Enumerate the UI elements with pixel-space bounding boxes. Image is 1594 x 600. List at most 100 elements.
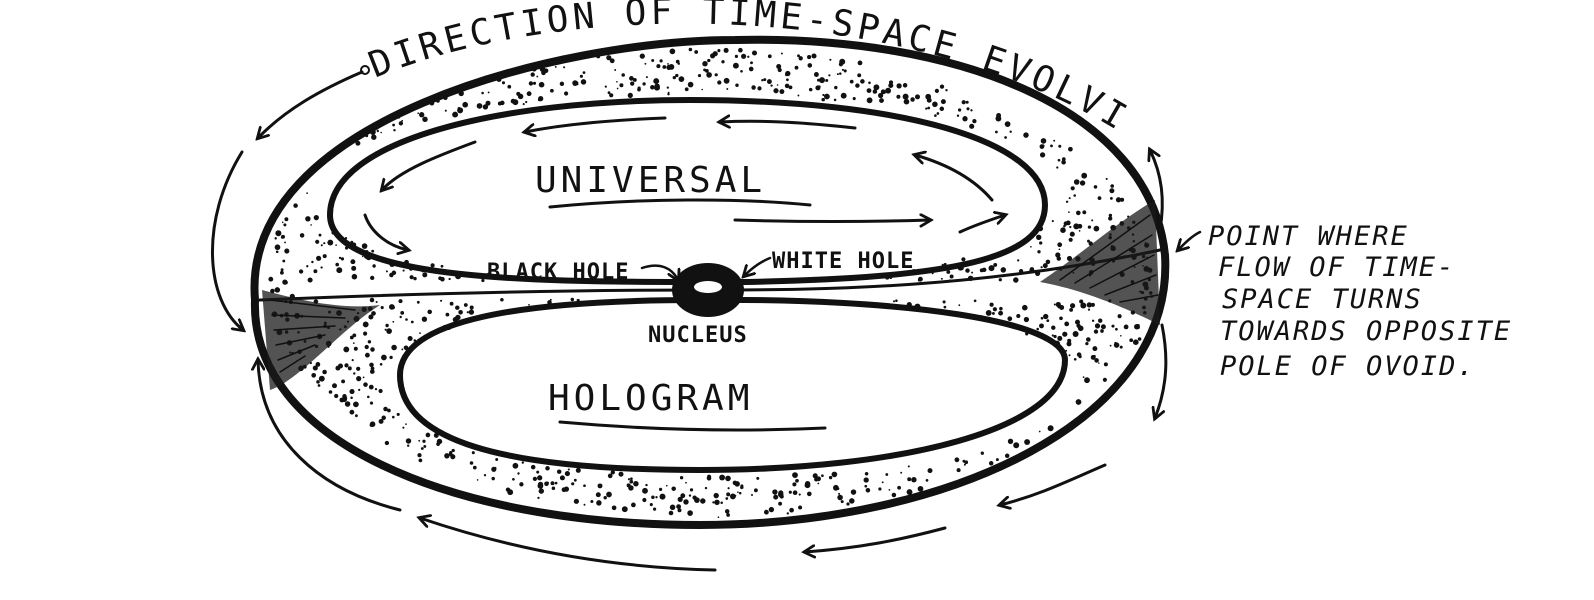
stipple-dot [472, 465, 477, 470]
stipple-dot [778, 490, 784, 496]
stipple-dot [896, 83, 902, 89]
stipple-dot [1103, 362, 1108, 367]
stipple-dot [1039, 241, 1043, 245]
stipple-dot [609, 58, 615, 64]
stipple-dot [1007, 438, 1014, 444]
stipple-dot [1022, 304, 1028, 311]
stipple-dot [419, 332, 421, 334]
stipple-dot [361, 255, 364, 258]
stipple-dot [559, 475, 565, 481]
stipple-dot [576, 82, 579, 86]
stipple-dot [868, 81, 871, 85]
stipple-dot [389, 272, 394, 278]
stipple-dot [611, 505, 617, 511]
stipple-dot [651, 59, 655, 62]
stipple-dot [322, 254, 327, 259]
stipple-dot [521, 461, 525, 464]
stipple-dot [788, 490, 792, 494]
stipple-dot [469, 305, 474, 310]
stipple-dot [1030, 245, 1032, 248]
stipple-dot [633, 480, 639, 487]
stipple-dot [668, 64, 675, 70]
stipple-dot [347, 366, 352, 371]
stipple-dot [336, 236, 339, 239]
stipple-dot [897, 485, 901, 490]
stipple-dot [857, 60, 863, 66]
stipple-dot [911, 476, 917, 483]
stipple-dot [1047, 425, 1054, 432]
stipple-dot [1100, 324, 1106, 330]
stipple-dot [1069, 225, 1072, 229]
note-line: TOWARDS OPPOSITE [1220, 316, 1512, 347]
stipple-dot [313, 269, 318, 274]
stipple-dot [915, 94, 920, 100]
stipple-dot [717, 80, 722, 85]
note-line: POLE OF OVOID. [1220, 351, 1476, 382]
stipple-dot [807, 55, 812, 60]
stipple-dot [961, 100, 966, 105]
stipple-dot [669, 504, 676, 511]
stipple-dot [532, 476, 538, 482]
stipple-dot [1040, 138, 1047, 144]
stipple-dot [363, 382, 368, 387]
stipple-dot [1053, 139, 1056, 142]
stipple-dot [444, 109, 447, 112]
stipple-dot [700, 498, 706, 504]
stipple-dot [1109, 344, 1112, 347]
stipple-dot [422, 439, 426, 443]
stipple-dot [338, 256, 342, 260]
stipple-dot [1004, 136, 1007, 139]
stipple-dot [446, 326, 451, 330]
stipple-dot [949, 274, 954, 279]
stipple-dot [837, 494, 843, 501]
stipple-dot [402, 426, 405, 429]
stipple-dot [335, 244, 337, 246]
stipple-dot [726, 88, 729, 90]
stipple-dot [1025, 332, 1029, 336]
stipple-dot [538, 488, 544, 494]
stipple-dot [369, 401, 374, 405]
stipple-dot [1058, 144, 1062, 148]
stipple-dot [334, 393, 339, 399]
stipple-dot [1039, 323, 1044, 329]
stipple-dot [833, 484, 839, 491]
stipple-dot [619, 83, 624, 88]
stipple-dot [616, 87, 619, 90]
stipple-dot [936, 269, 940, 272]
stipple-dot [1060, 227, 1066, 233]
stipple-dot [946, 270, 951, 274]
stipple-dot [1061, 159, 1066, 165]
stipple-dot [370, 275, 375, 281]
stipple-dot [1042, 263, 1048, 269]
stipple-dot [417, 453, 422, 458]
stipple-dot [571, 482, 575, 486]
stipple-dot [772, 489, 778, 495]
stipple-dot [906, 489, 913, 496]
stipple-dot [963, 463, 966, 466]
stipple-dot [778, 501, 783, 506]
stipple-dot [1093, 225, 1100, 232]
stipple-dot [371, 134, 377, 140]
stipple-dot [1039, 152, 1046, 158]
stipple-dot [418, 439, 421, 442]
stipple-dot [379, 362, 383, 366]
stipple-dot [401, 348, 404, 351]
stipple-dot [1085, 337, 1091, 342]
stipple-dot [320, 266, 323, 269]
stipple-dot [402, 112, 405, 115]
stipple-dot [821, 97, 825, 102]
stipple-dot [707, 58, 711, 63]
stipple-dot [954, 457, 960, 463]
stipple-dot [902, 93, 909, 100]
stipple-dot [1136, 325, 1140, 330]
stipple-dot [1087, 239, 1090, 243]
stipple-dot [864, 484, 868, 488]
stipple-dot [481, 91, 484, 95]
stipple-dot [1115, 197, 1122, 203]
stipple-dot [683, 499, 689, 505]
stipple-dot [813, 72, 819, 77]
stipple-dot [1093, 185, 1098, 189]
stipple-dot [631, 502, 636, 508]
stipple-dot [604, 85, 607, 88]
stipple-dot [580, 79, 587, 85]
